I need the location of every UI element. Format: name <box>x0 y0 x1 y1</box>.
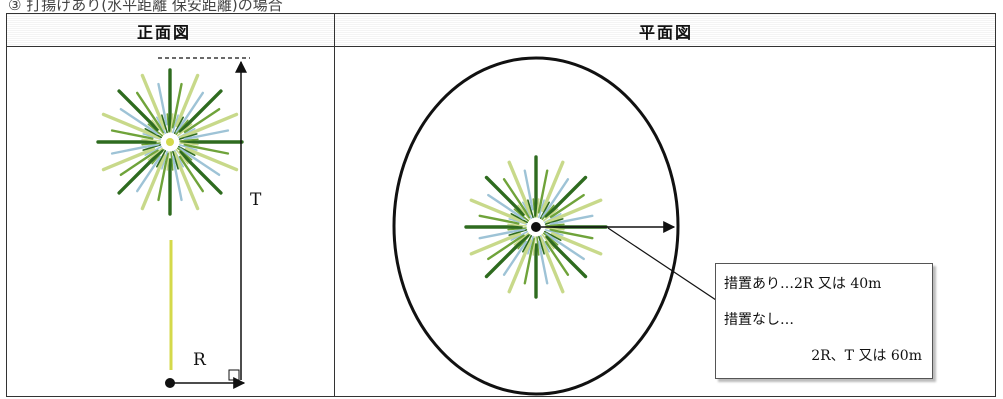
front-firework-burst <box>98 70 242 214</box>
callout-line-without-measures: 措置なし… <box>724 310 794 330</box>
height-label: T <box>250 190 261 210</box>
callout-line-with-measures: 措置あり…2R 又は 40m <box>724 274 881 294</box>
radius-label: R <box>193 350 206 370</box>
center-point-dot <box>531 222 541 232</box>
distance-callout-box: 措置あり…2R 又は 40m 措置なし… 2R、T 又は 60m <box>715 263 933 379</box>
launch-point-dot <box>165 378 175 388</box>
callout-leader-line <box>608 228 716 300</box>
right-angle-mark <box>229 370 239 380</box>
burst-core <box>166 138 174 146</box>
callout-line-distances: 2R、T 又は 60m <box>811 346 922 366</box>
